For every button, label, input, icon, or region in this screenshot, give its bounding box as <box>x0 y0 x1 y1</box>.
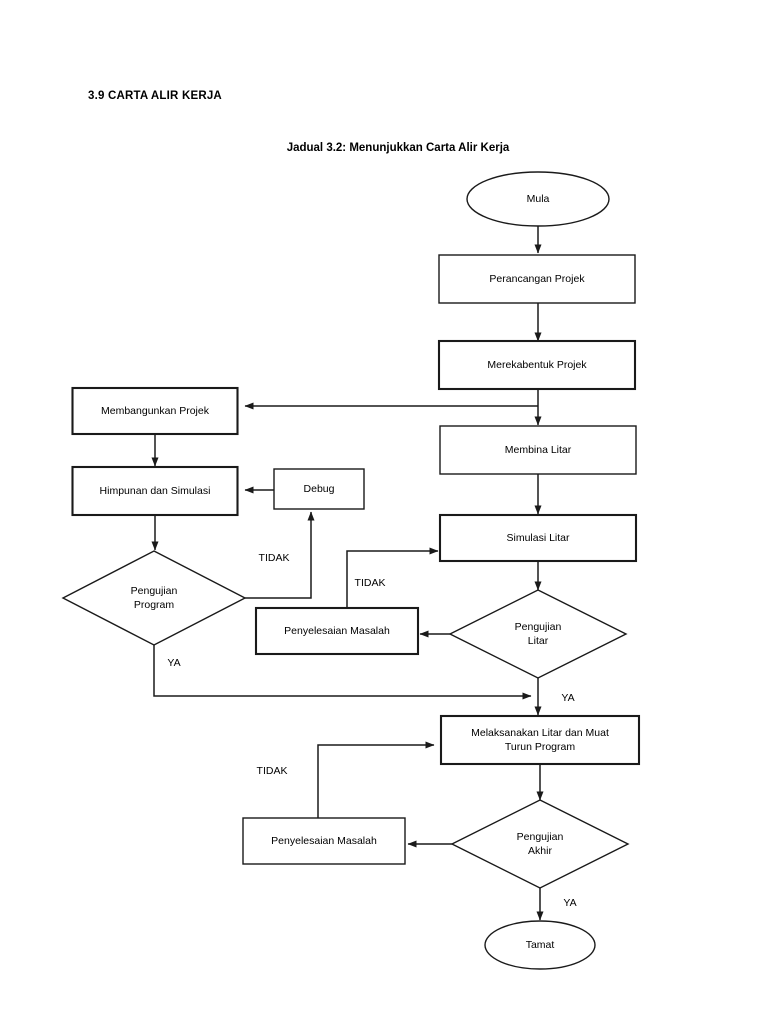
flow-node-merekabentuk: Merekabentuk Projek <box>437 339 637 391</box>
membina-shape <box>439 425 637 475</box>
simulasi-label: Simulasi Litar <box>506 532 570 544</box>
flow-node-membina: Membina Litar <box>439 425 637 475</box>
melaksanakan-shape <box>439 714 641 766</box>
flow-node-penyelesaian_1: Penyelesaian Masalah <box>254 606 420 656</box>
flow-node-himpunan: Himpunan dan Simulasi <box>71 465 239 517</box>
membina-label: Membina Litar <box>505 444 572 456</box>
section-heading: 3.9 CARTA ALIR KERJA <box>88 90 222 102</box>
pengujian_litar-shape <box>448 589 628 679</box>
flow-node-membangunkan: Membangunkan Projek <box>71 386 239 436</box>
edge-label: YA <box>167 657 180 669</box>
debug-shape <box>273 468 365 510</box>
himpunan-shape <box>71 465 239 517</box>
pengujian_akhir-shape <box>450 799 630 889</box>
flow-edge <box>317 741 435 818</box>
flow-edge <box>153 645 532 700</box>
flow-node-perancangan: Perancangan Projek <box>438 254 636 304</box>
edge-label: TIDAK <box>257 765 288 777</box>
flow-node-tamat: Tamat <box>484 920 596 970</box>
penyelesaian_1-shape <box>254 606 420 656</box>
tamat-shape <box>484 920 596 970</box>
penyelesaian_2-shape <box>242 817 406 865</box>
flowchart-edge-layer: TIDAK YA TIDAK YA TIDAK YA <box>151 226 577 921</box>
flow-node-simulasi: Simulasi Litar <box>438 513 638 563</box>
himpunan-label: Himpunan dan Simulasi <box>100 485 211 497</box>
flow-edge <box>346 547 439 608</box>
perancangan-label: Perancangan Projek <box>489 273 585 285</box>
pengujian_prog-shape <box>61 550 247 646</box>
flow-node-mula: Mula <box>466 171 610 227</box>
flow-edge <box>245 511 315 599</box>
debug-label: Debug <box>304 483 335 495</box>
tamat-label: Tamat <box>526 939 555 951</box>
edge-label: YA <box>561 692 574 704</box>
simulasi-shape <box>438 513 638 563</box>
merekabentuk-label: Merekabentuk Projek <box>487 359 587 371</box>
merekabentuk-shape <box>437 339 637 391</box>
membangunkan-label: Membangunkan Projek <box>101 405 210 417</box>
mula-shape <box>466 171 610 227</box>
mula-label: Mula <box>527 193 550 205</box>
edge-label: TIDAK <box>355 577 386 589</box>
flow-node-debug: Debug <box>273 468 365 510</box>
edge-label: YA <box>563 897 576 909</box>
membangunkan-shape <box>71 386 239 436</box>
penyelesaian_2-label: Penyelesaian Masalah <box>271 835 377 847</box>
edge-label: TIDAK <box>259 552 290 564</box>
perancangan-shape <box>438 254 636 304</box>
flow-node-penyelesaian_2: Penyelesaian Masalah <box>242 817 406 865</box>
penyelesaian_1-label: Penyelesaian Masalah <box>284 625 390 637</box>
figure-caption: Jadual 3.2: Menunjukkan Carta Alir Kerja <box>286 142 510 154</box>
